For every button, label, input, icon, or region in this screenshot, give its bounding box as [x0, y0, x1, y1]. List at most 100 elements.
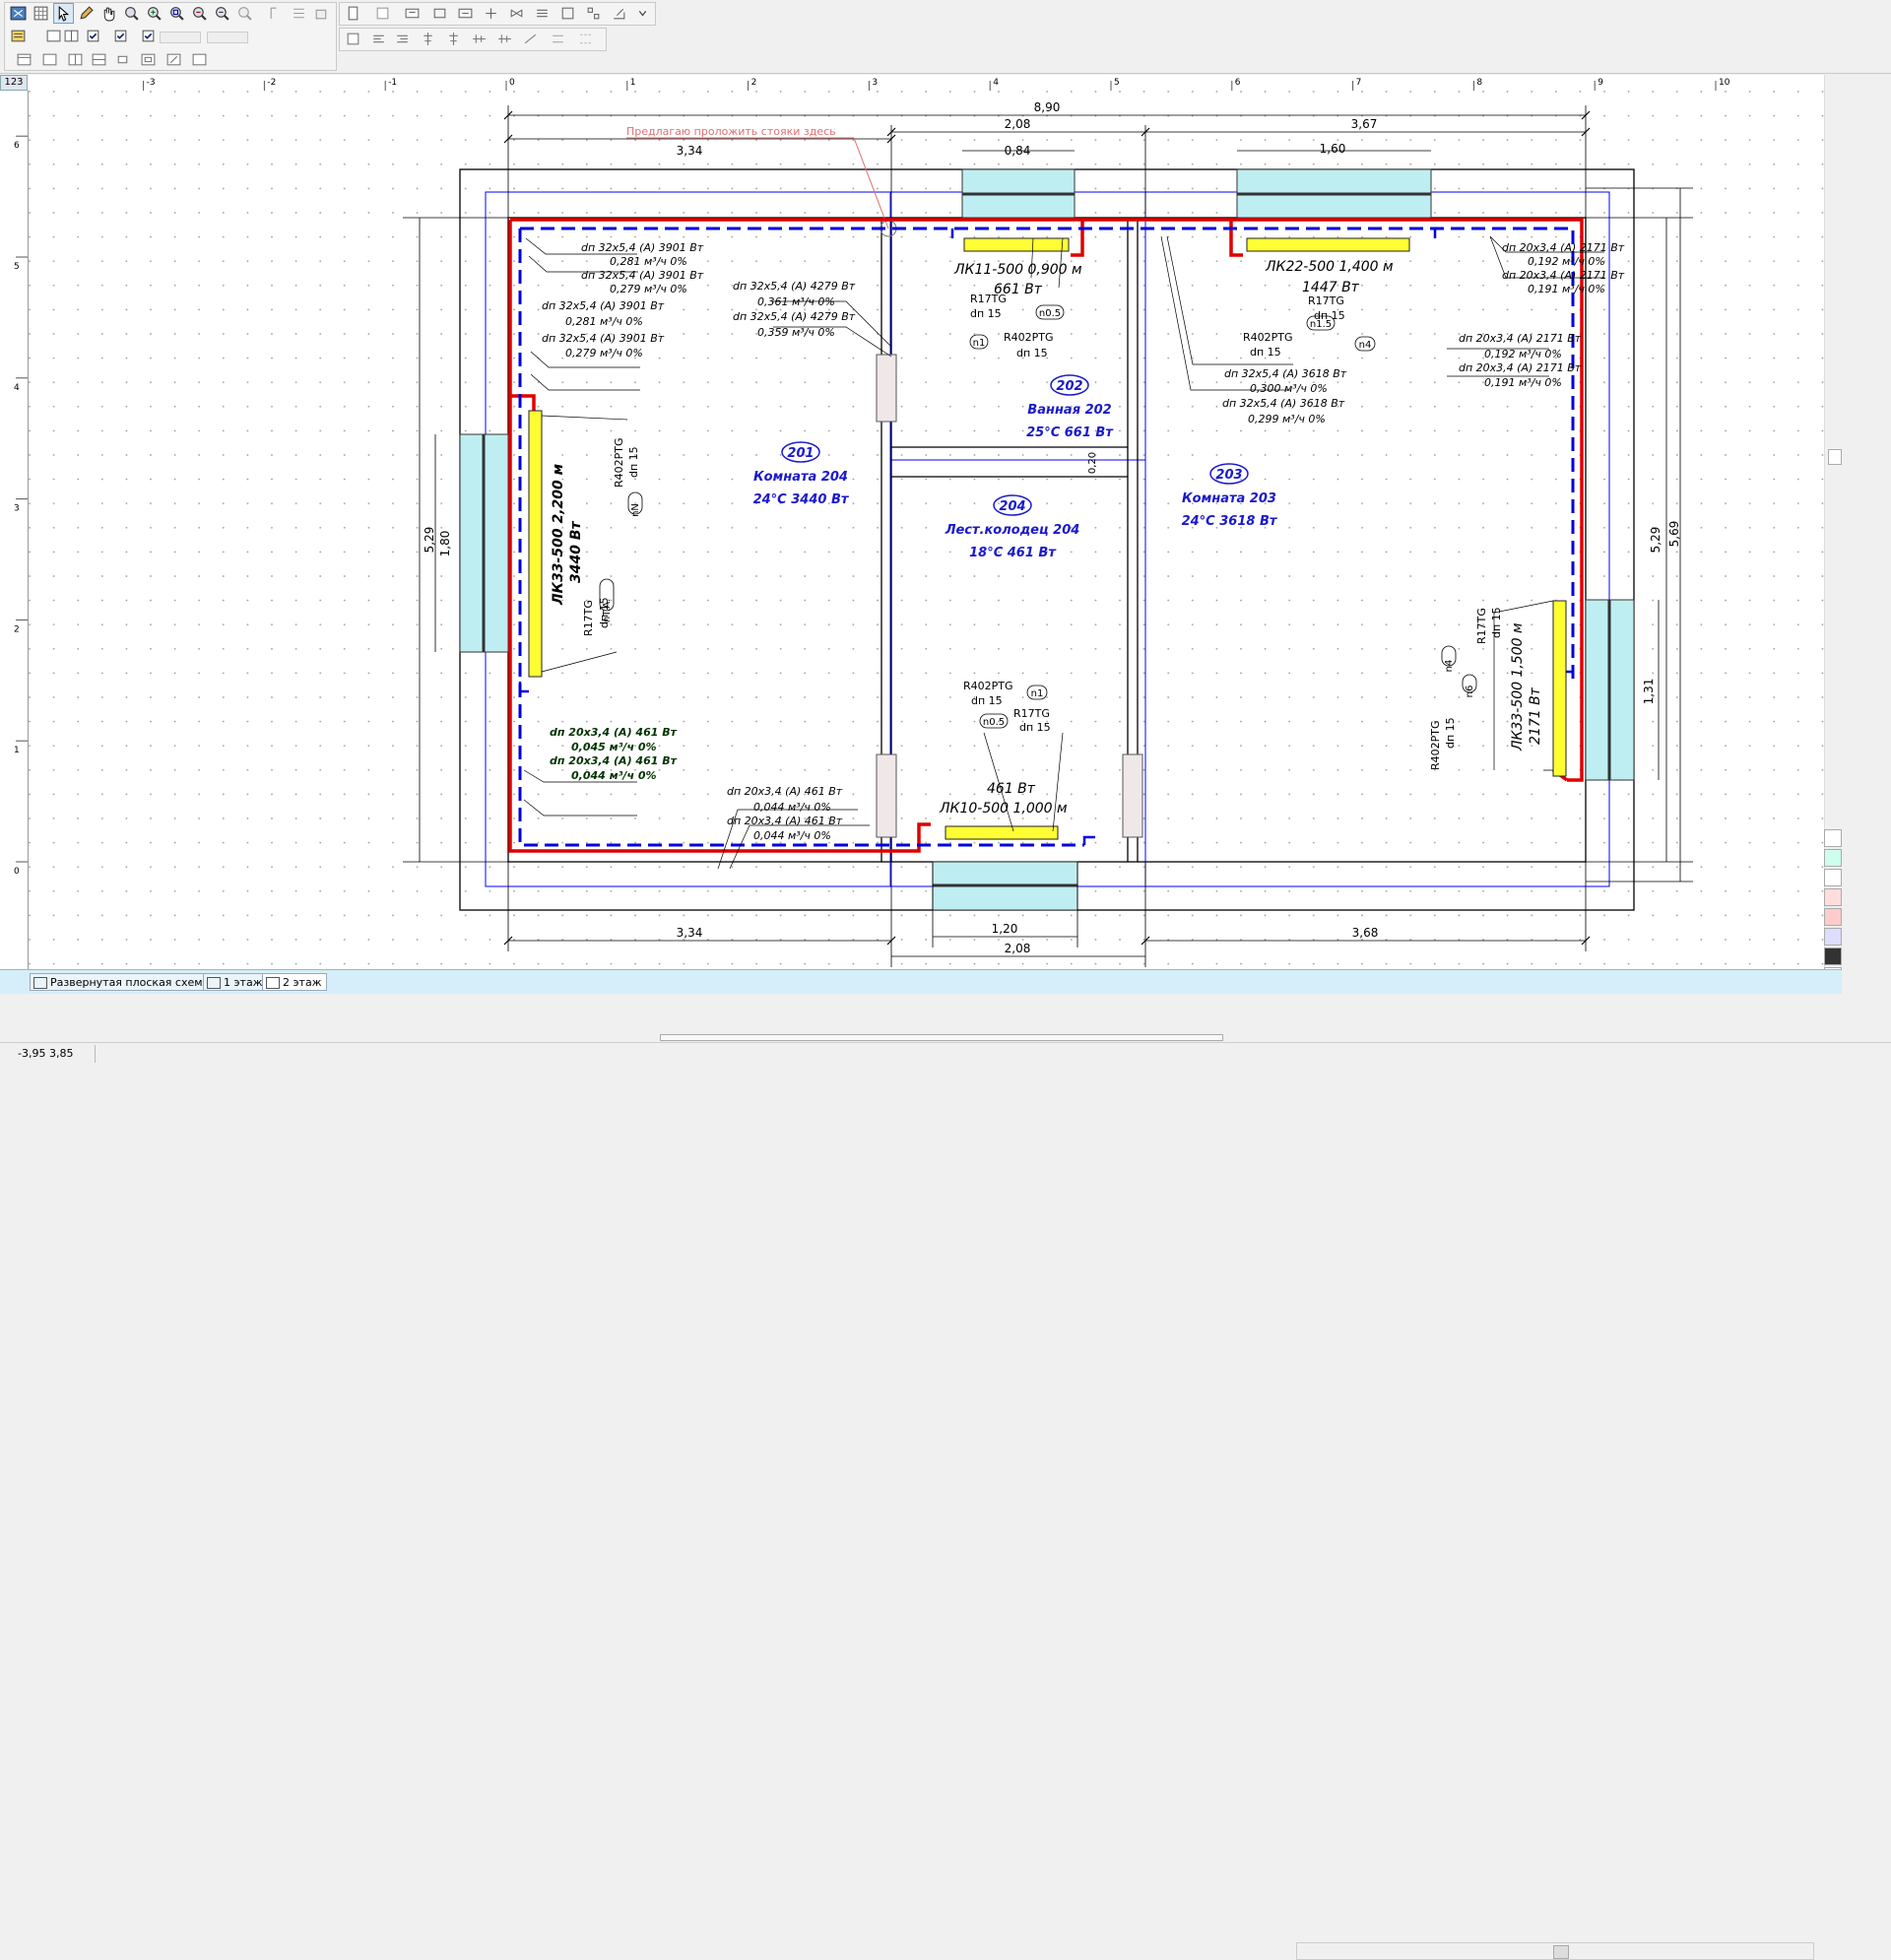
align-8-icon[interactable]	[520, 29, 541, 49]
align-5-icon[interactable]	[443, 29, 464, 49]
pipe-7-flow: 0,192 м³/ч 0%	[1528, 255, 1605, 268]
ruler-h-label: 4	[993, 78, 999, 88]
tab-floor-1[interactable]: 1 этаж	[203, 973, 268, 991]
grid-2-icon[interactable]	[583, 3, 604, 24]
align-10-icon[interactable]	[575, 29, 596, 49]
radiator-203-east[interactable]	[1552, 600, 1567, 777]
radiator-202-power: 661 Вт	[994, 282, 1043, 297]
align-4-icon[interactable]	[418, 29, 438, 49]
select-all-icon[interactable]	[8, 3, 29, 24]
align-9-icon[interactable]	[548, 29, 568, 49]
drawing-canvas[interactable]: Предлагаю проложить стояки здесь 8,90 3,…	[29, 91, 1842, 969]
slider-2[interactable]	[207, 32, 248, 43]
dropdown-arrow-icon[interactable]	[632, 3, 653, 24]
checkbox-2-icon[interactable]	[110, 26, 131, 46]
pointer-icon[interactable]	[53, 3, 74, 24]
zoom-extents-icon[interactable]	[189, 3, 210, 24]
view-single-icon[interactable]	[43, 26, 64, 46]
properties-icon[interactable]	[8, 26, 29, 46]
layer-icon[interactable]	[1824, 869, 1842, 886]
vertical-scrollbar[interactable]	[1824, 75, 1843, 969]
horizontal-scrollbar[interactable]	[1296, 1942, 1814, 1960]
frame-icon[interactable]	[455, 3, 476, 24]
pipe-12: dп 32x5,4 (А) 3618 Вт	[1222, 397, 1345, 410]
valve-203e-r402: R402PTG	[1429, 720, 1442, 770]
radiator-201[interactable]	[528, 410, 543, 678]
grid-toggle-icon[interactable]	[1824, 829, 1842, 847]
doors	[876, 354, 1143, 838]
pipe-8-flow: 0,191 м³/ч 0%	[1528, 283, 1605, 295]
valve-204-dn-2: dп 15	[1019, 721, 1051, 734]
align-1-icon[interactable]	[343, 29, 363, 49]
panel-splitter[interactable]	[0, 1034, 1891, 1041]
align-6-icon[interactable]	[469, 29, 489, 49]
block-icon[interactable]	[402, 3, 423, 24]
align-2-icon[interactable]	[368, 29, 389, 49]
lines-icon[interactable]	[532, 3, 553, 24]
layout-6-icon[interactable]	[138, 49, 159, 70]
dimension-lines	[403, 105, 1693, 967]
align-7-icon[interactable]	[494, 29, 515, 49]
valve-202-dn-1: dп 15	[970, 307, 1002, 320]
rect-icon[interactable]	[429, 3, 450, 24]
ruler-h-label: 3	[872, 78, 878, 88]
vertical-scroll-thumb[interactable]	[1828, 449, 1842, 465]
radiator-202[interactable]	[963, 237, 1070, 252]
radiator-203-top[interactable]	[1246, 237, 1410, 252]
pan-hand-icon[interactable]	[98, 3, 119, 24]
zoom-previous-icon[interactable]	[234, 3, 255, 24]
pencil-icon[interactable]	[76, 3, 97, 24]
tab-floor-2[interactable]: 2 этаж	[262, 973, 327, 991]
layout-5-icon[interactable]	[112, 49, 133, 70]
pipe-1-flow: 0,281 м³/ч 0%	[610, 255, 687, 268]
layers-tool-icon[interactable]	[311, 3, 332, 24]
ruler-corner[interactable]: 123	[0, 75, 28, 91]
list-tool-icon[interactable]	[289, 3, 309, 24]
pipe-16: dп 20x3,4 (А) 461 Вт	[727, 815, 843, 827]
cursor-coords: -3,95 3,85	[18, 1047, 74, 1060]
symbol-icon[interactable]	[481, 3, 501, 24]
grid-icon[interactable]	[31, 3, 51, 24]
checkbox-3-icon[interactable]	[138, 26, 159, 46]
valve-201-r17: R17TG	[582, 600, 595, 636]
floor-plan[interactable]: Предлагаю проложить стояки здесь 8,90 3,…	[29, 91, 1842, 969]
layout-4-icon[interactable]	[89, 49, 109, 70]
black-line-icon[interactable]	[1824, 947, 1842, 965]
slider-1[interactable]	[160, 32, 201, 43]
dim-window-mid-top: 0,84	[1005, 144, 1031, 158]
red-line-icon[interactable]	[1824, 888, 1842, 906]
ruler-h-label: 1	[630, 78, 636, 88]
frame-2-icon[interactable]	[557, 3, 578, 24]
tab-flat-scheme[interactable]: Развернутая плоская схема 1	[30, 973, 225, 991]
red-dash-icon[interactable]	[1824, 908, 1842, 926]
tag-n1-204: n1	[1031, 688, 1044, 699]
valve-icon[interactable]	[506, 3, 527, 24]
align-3-icon[interactable]	[392, 29, 413, 49]
export-icon[interactable]	[609, 3, 629, 24]
dim-left-bottom: 3,34	[677, 926, 703, 940]
layout-1-icon[interactable]	[14, 49, 34, 70]
snap-icon[interactable]	[1824, 849, 1842, 867]
checkbox-1-icon[interactable]	[83, 26, 103, 46]
line-tool-icon[interactable]	[266, 3, 287, 24]
pipe-8: dп 20x3,4 (А) 2171 Вт	[1502, 269, 1625, 282]
room-201-number: 201	[787, 446, 814, 461]
horizontal-scroll-thumb[interactable]	[1553, 1945, 1569, 1959]
zoom-in-icon[interactable]	[144, 3, 164, 24]
blank-icon[interactable]	[372, 3, 393, 24]
layout-8-icon[interactable]	[189, 49, 210, 70]
page-icon[interactable]	[343, 3, 363, 24]
zoom-window-icon[interactable]	[166, 3, 187, 24]
dim-left-window: 1,80	[438, 531, 452, 557]
pipe-icon[interactable]	[1824, 928, 1842, 946]
zoom-icon[interactable]	[121, 3, 142, 24]
radiator-204[interactable]	[945, 825, 1059, 840]
floor-tab-icon	[266, 977, 280, 989]
room-201-name: Комната 204	[753, 470, 848, 485]
layout-3-icon[interactable]	[65, 49, 86, 70]
layout-7-icon[interactable]	[163, 49, 184, 70]
layout-2-icon[interactable]	[39, 49, 60, 70]
radiator-203-model: ЛК22-500 1,400 м	[1265, 259, 1394, 275]
zoom-out-icon[interactable]	[212, 3, 232, 24]
view-split-icon[interactable]	[61, 26, 82, 46]
